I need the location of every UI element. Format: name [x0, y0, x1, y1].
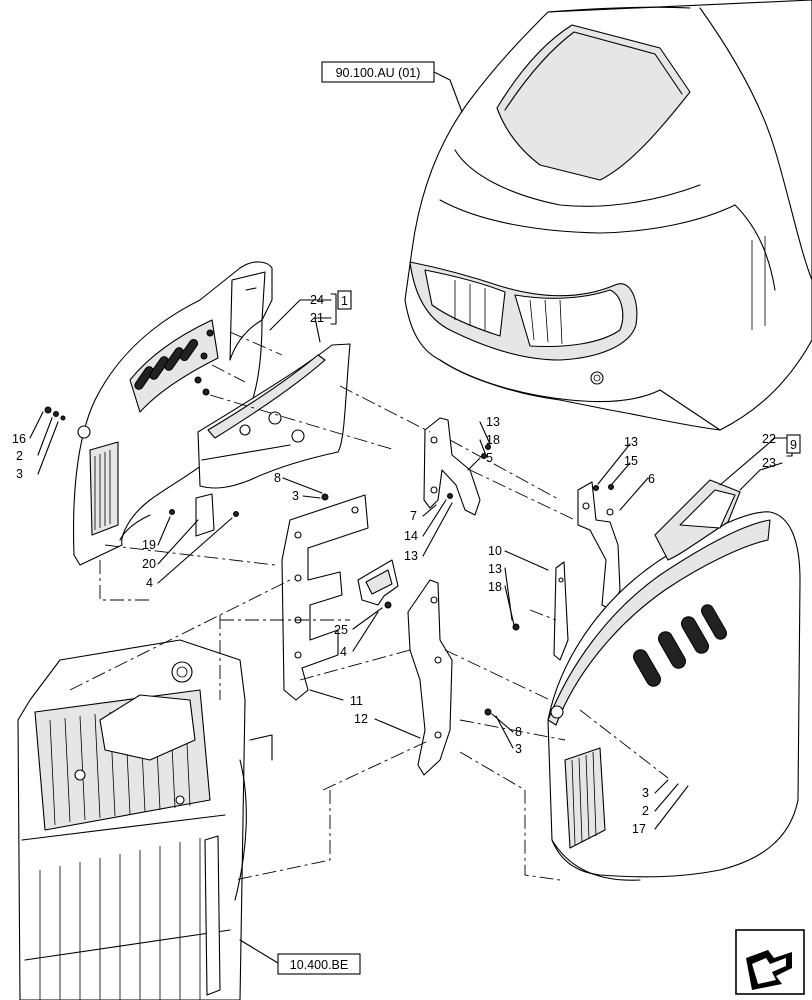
seal-strips [197, 343, 351, 489]
right-panel-lower-grille [564, 747, 606, 849]
callout-17: 17 [632, 822, 646, 836]
bracket-20 [195, 493, 215, 537]
left-panel-lower-grille [89, 441, 119, 536]
callout-3: 3 [642, 786, 649, 800]
bracket-6 [577, 481, 621, 611]
callout-3: 3 [292, 489, 299, 503]
callout-6: 6 [648, 472, 655, 486]
callout-22: 22 [762, 432, 776, 446]
callout-13: 13 [624, 435, 638, 449]
callout-15: 15 [624, 454, 638, 468]
callout-12: 12 [354, 712, 368, 726]
callout-21: 21 [310, 311, 324, 325]
callout-18: 18 [486, 433, 500, 447]
callout-4: 4 [146, 576, 153, 590]
hood-assembly [404, 0, 812, 431]
assembly-lines [69, 331, 669, 881]
group-1-box: 1 [337, 290, 352, 310]
callout-25: 25 [334, 623, 348, 637]
callout-10: 10 [488, 544, 502, 558]
left-side-panel [72, 261, 273, 566]
bracket-25 [357, 559, 399, 606]
bracket-10 [553, 561, 569, 661]
bracket-11 [281, 494, 369, 701]
callout-18: 18 [488, 580, 502, 594]
group-9-box: 9 [786, 434, 801, 454]
callout-numbers: 24 21 16 2 3 19 20 4 8 3 13 18 5 7 14 13… [12, 293, 776, 836]
right-side-panel [547, 511, 801, 881]
callout-2: 2 [16, 449, 23, 463]
bracket-5-7 [423, 417, 481, 516]
radiator-assembly [17, 639, 273, 1000]
callout-24: 24 [310, 293, 324, 307]
group-1-label: 1 [341, 294, 348, 308]
callout-13: 13 [488, 562, 502, 576]
callout-5: 5 [486, 451, 493, 465]
group-9-label: 9 [790, 438, 797, 452]
right-panel-vents [633, 604, 727, 687]
radiator-core-fins [49, 701, 191, 826]
callout-7: 7 [410, 509, 417, 523]
callout-19: 19 [142, 538, 156, 552]
bracket-12 [407, 579, 453, 776]
callout-14: 14 [404, 529, 418, 543]
callout-13: 13 [486, 415, 500, 429]
hood-reference-box[interactable]: 90.100.AU (01) [321, 61, 435, 83]
fasteners [44, 406, 694, 787]
radiator-reference-label: 10.400.BE [290, 958, 348, 972]
callout-13: 13 [404, 549, 418, 563]
next-arrow-icon[interactable] [735, 929, 805, 995]
callout-8: 8 [515, 725, 522, 739]
callout-2: 2 [642, 804, 649, 818]
insulation-pad [654, 479, 741, 561]
callout-23: 23 [762, 456, 776, 470]
hood-reference-label: 90.100.AU (01) [336, 66, 421, 80]
radiator-reference-box[interactable]: 10.400.BE [277, 953, 361, 975]
callout-3: 3 [515, 742, 522, 756]
callout-4: 4 [340, 645, 347, 659]
callout-3: 3 [16, 467, 23, 481]
callout-20: 20 [142, 557, 156, 571]
callout-16: 16 [12, 432, 26, 446]
callout-8: 8 [274, 471, 281, 485]
left-panel-vents [134, 338, 199, 390]
callout-11: 11 [350, 694, 363, 708]
leader-lines [29, 71, 798, 964]
